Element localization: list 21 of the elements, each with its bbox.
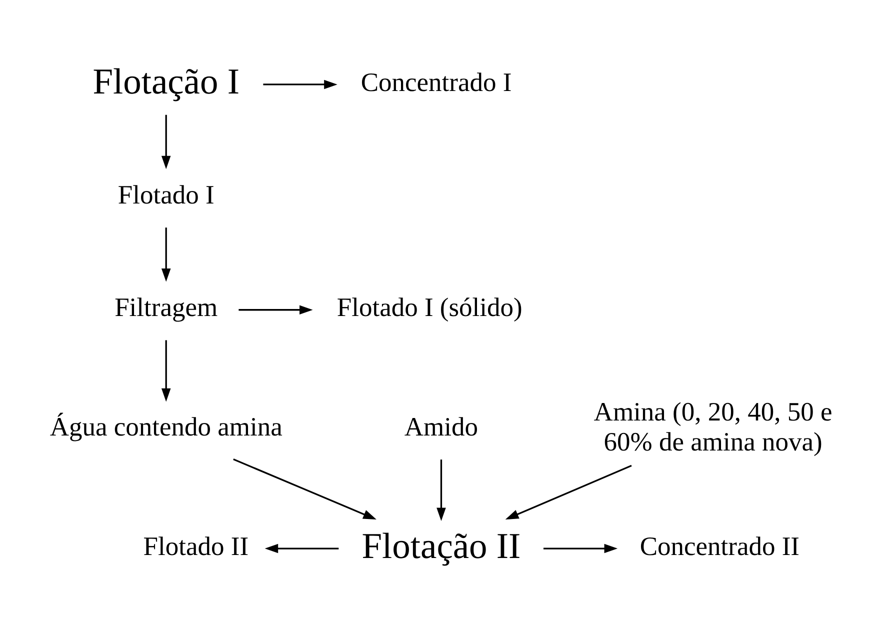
- node-text: Flotação II: [362, 525, 521, 566]
- arrow: [263, 79, 338, 89]
- node-text: Filtragem: [114, 292, 218, 322]
- arrow: [161, 340, 171, 402]
- arrow: [161, 114, 171, 169]
- arrow: [233, 458, 376, 520]
- node-text: Concentrado I: [360, 66, 512, 96]
- node-text: Flotado I (sólido): [336, 292, 522, 322]
- node-text: Flotado I: [118, 178, 214, 209]
- arrow: [505, 464, 632, 519]
- arrow: [543, 543, 618, 553]
- node-text: Amina (0, 20, 40, 50 e 60% de amina nova): [594, 396, 832, 456]
- node-text: Flotado II: [143, 530, 249, 560]
- node-text: Concentrado II: [640, 530, 800, 560]
- node-text: Água contendo amina: [50, 411, 282, 441]
- node-text: Flotação I: [92, 61, 240, 102]
- node-text: Amido: [404, 411, 478, 441]
- arrow: [264, 543, 339, 553]
- arrow: [161, 227, 171, 282]
- arrow: [436, 459, 446, 521]
- arrow: [238, 304, 313, 314]
